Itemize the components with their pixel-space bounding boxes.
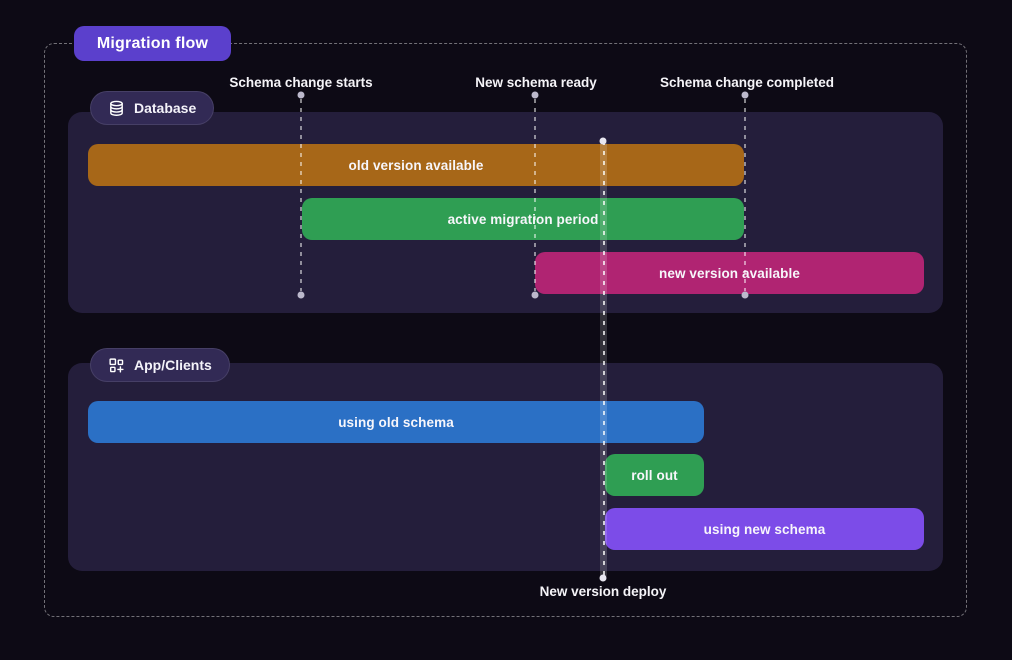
milestone-dot-top-3 [741,91,749,99]
milestone-dot-top-2 [531,91,539,99]
bar-using-new-schema: using new schema [605,508,924,550]
bar-label: old version available [348,157,484,173]
milestone-dot-bottom-2 [531,291,539,299]
bar-roll-out: roll out [605,454,704,496]
database-pill: Database [90,91,215,125]
milestone-dot-bottom-1 [297,291,305,299]
deploy-marker-dashes [602,141,605,578]
database-pill-label: Database [134,100,197,116]
deploy-label: New version deploy [539,584,667,599]
milestone-dot-top-1 [297,91,305,99]
bar-old-version-available: old version available [88,144,744,186]
bar-using-old-schema: using old schema [88,401,704,443]
bar-label: new version available [659,265,800,281]
bar-label: roll out [631,467,678,483]
app-clients-pill: App/Clients [90,348,230,382]
deploy-dot-bottom [599,574,607,582]
milestone-dot-bottom-3 [741,291,749,299]
deploy-marker-line [600,141,607,578]
diagram-title-badge: Migration flow [74,26,231,61]
milestone-line-3 [744,99,746,291]
milestone-label-new-schema-ready: New schema ready [475,75,597,90]
milestone-label-schema-change-completed: Schema change completed [659,75,835,90]
bar-active-migration-period: active migration period [302,198,744,240]
bar-label: active migration period [447,211,599,227]
bar-new-version-available: new version available [535,252,924,294]
database-icon [108,100,125,117]
deploy-dot-top [599,137,607,145]
milestone-label-schema-change-starts: Schema change starts [229,75,373,90]
milestone-line-1 [300,99,302,291]
bar-label: using old schema [338,414,454,430]
app-clients-pill-label: App/Clients [134,357,212,373]
bar-label: using new schema [703,521,826,537]
dashed-frame [44,43,967,617]
milestone-line-2 [534,99,536,291]
apps-plus-icon [108,357,125,374]
